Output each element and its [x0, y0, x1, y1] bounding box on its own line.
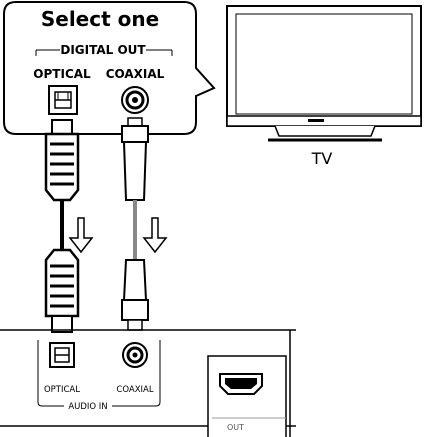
tv-label: TV [311, 149, 333, 168]
coaxial-cable [121, 117, 149, 331]
callout-coaxial-label: COAXIAL [106, 67, 165, 81]
coaxial-port-icon [122, 342, 148, 368]
source-callout: Select one DIGITAL OUT OPTICAL COAXIAL [3, 1, 216, 135]
optical-cable [44, 119, 80, 333]
tv-logo [308, 119, 324, 122]
hdmi-module: OUT [207, 330, 291, 437]
down-arrow-icon [142, 217, 168, 254]
audio-in-label: AUDIO IN [68, 402, 107, 412]
coaxial-port-icon [121, 86, 149, 114]
optical-port-icon [48, 85, 78, 115]
hdmi-module-frame [207, 355, 287, 437]
hdmi-out-label: OUT [227, 423, 244, 432]
tv-icon: TV [226, 5, 422, 168]
tv-stand [274, 125, 376, 137]
receiver-coaxial-label: COAXIAL [116, 385, 153, 395]
callout-group-label: DIGITAL OUT [60, 43, 146, 57]
hdmi-port-icon [219, 373, 263, 395]
callout-optical-label: OPTICAL [33, 67, 91, 81]
down-arrow-icon [68, 217, 94, 254]
audio-in-bracket [37, 340, 161, 407]
receiver-panel: OPTICAL COAXIAL AUDIO IN OUT [0, 329, 296, 437]
callout-title: Select one [41, 7, 159, 31]
receiver-optical-label: OPTICAL [44, 385, 80, 395]
tv-screen [235, 13, 413, 115]
optical-port-icon [49, 342, 75, 368]
